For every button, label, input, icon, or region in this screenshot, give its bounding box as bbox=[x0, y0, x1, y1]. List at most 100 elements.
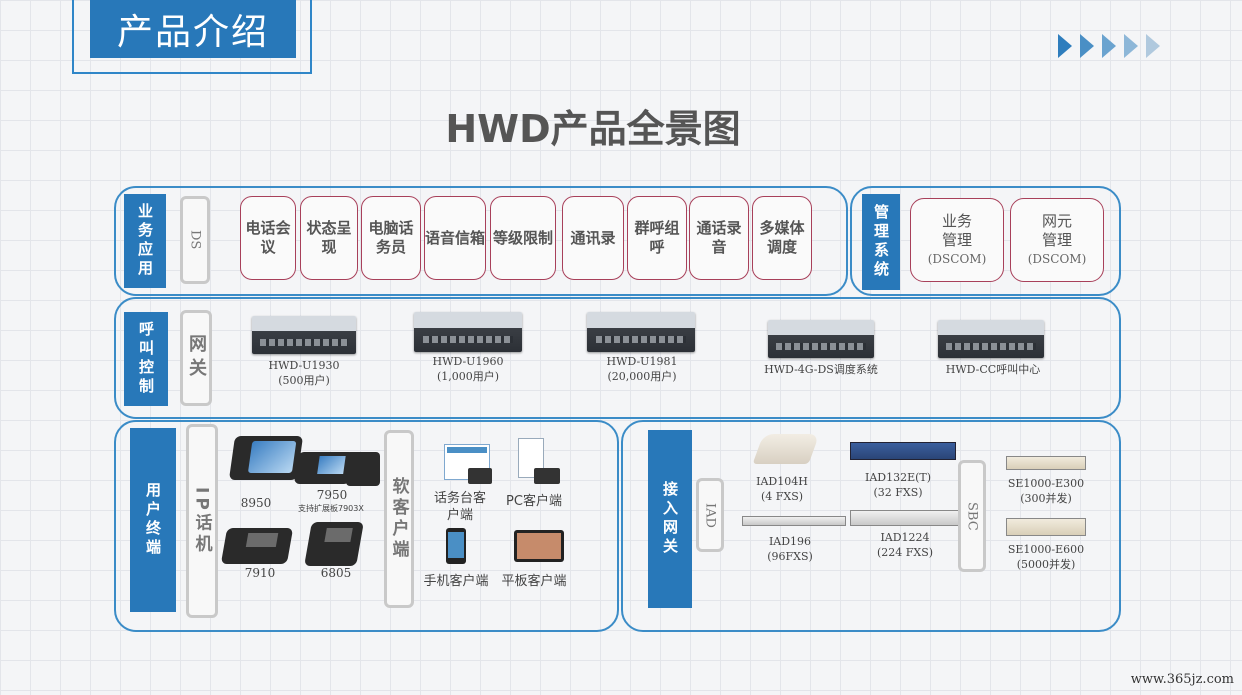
server-u1960-model: HWD-U1960 bbox=[432, 355, 504, 368]
call-control-label-text: 呼叫控制 bbox=[137, 321, 155, 397]
soft-client-text: 软客户端 bbox=[388, 477, 409, 561]
server-u1960 bbox=[414, 312, 522, 352]
server-cc-caption: HWD-CC呼叫中心 bbox=[918, 362, 1068, 377]
terminal-panel bbox=[114, 420, 619, 632]
console-client-bar bbox=[447, 447, 487, 453]
service-voicemail: 语音信箱 bbox=[424, 196, 486, 280]
service-group-call: 群呼组呼 bbox=[627, 196, 687, 280]
diagram-title: HWD产品全景图 bbox=[445, 107, 741, 151]
server-u1960-caption: HWD-U1960 (1,000用户) bbox=[398, 354, 538, 384]
phone-7950-screen bbox=[317, 456, 346, 474]
ds-text: DS bbox=[187, 230, 203, 250]
iad196-model: IAD196 bbox=[768, 535, 812, 548]
arrows-icon bbox=[1058, 34, 1170, 60]
iad132e-icon bbox=[850, 442, 956, 460]
terminal-label: 用户终端 bbox=[130, 428, 176, 612]
call-control-label: 呼叫控制 bbox=[124, 312, 168, 406]
server-u1930-cap: (500用户) bbox=[278, 374, 330, 387]
server-4g-ds bbox=[768, 320, 874, 358]
server-u1981-model: HWD-U1981 bbox=[606, 355, 678, 368]
console-laptop-icon bbox=[468, 468, 492, 484]
ip-phone-label: IP话机 bbox=[186, 424, 218, 618]
access-label-text: 接入网关 bbox=[661, 481, 679, 557]
iad196-cap: (96FXS) bbox=[767, 550, 813, 563]
phone-8950-icon bbox=[228, 436, 304, 480]
ds-label: DS bbox=[180, 196, 210, 284]
iad132e-model: IAD132E(T) bbox=[864, 471, 932, 484]
pc-laptop-icon bbox=[534, 468, 560, 484]
phone-7910-icon bbox=[220, 528, 294, 564]
business-label: 业务应用 bbox=[124, 194, 166, 288]
mobile-client-label: 手机客户端 bbox=[423, 574, 489, 589]
gateway-text: 网关 bbox=[186, 334, 207, 382]
server-u1981-cap: (20,000用户) bbox=[607, 370, 677, 383]
iad1224-icon bbox=[850, 510, 960, 526]
access-panel bbox=[621, 420, 1121, 632]
server-4g-ds-model: HWD-4G-DS调度系统 bbox=[764, 363, 878, 376]
service-presence: 状态呈现 bbox=[300, 196, 358, 280]
tablet-client-screen bbox=[517, 533, 561, 559]
mgmt-network-name: 网元管理 bbox=[1041, 211, 1072, 249]
iad132e-caption: IAD132E(T) (32 FXS) bbox=[860, 470, 936, 500]
se300-caption: SE1000-E300 (300并发) bbox=[1006, 476, 1086, 506]
page-title: 产品介绍 bbox=[90, 0, 296, 58]
phone-6805-icon bbox=[304, 522, 364, 566]
iad-text: IAD bbox=[702, 502, 718, 528]
ip-phone-text: IP话机 bbox=[191, 486, 212, 556]
gateway-label: 网关 bbox=[180, 310, 212, 406]
phone-6805-label: 6805 bbox=[320, 566, 352, 580]
mgmt-business: 业务管理 (DSCOM) bbox=[910, 198, 1004, 282]
title-frame bbox=[72, 0, 312, 74]
phone-7910-screen bbox=[245, 533, 279, 547]
mgmt-business-name: 业务管理 bbox=[941, 211, 972, 249]
server-cc bbox=[938, 320, 1044, 358]
mobile-client-screen bbox=[448, 532, 464, 558]
terminal-label-text: 用户终端 bbox=[144, 482, 162, 558]
phone-7950-sub: 支持扩展板7903X bbox=[298, 504, 364, 513]
iad196-icon bbox=[742, 516, 846, 526]
iad104h-icon bbox=[752, 434, 820, 464]
server-u1960-cap: (1,000用户) bbox=[436, 370, 500, 383]
phone-7910-label: 7910 bbox=[244, 566, 276, 580]
iad104h-cap: (4 FXS) bbox=[760, 490, 804, 503]
se300-cap: (300并发) bbox=[1020, 492, 1072, 505]
phone-7950-label: 7950 bbox=[316, 488, 348, 502]
iad-label: IAD bbox=[696, 478, 724, 552]
iad1224-cap: (224 FXS) bbox=[876, 546, 934, 559]
iad132e-cap: (32 FXS) bbox=[873, 486, 923, 499]
pc-client-label: PC客户端 bbox=[506, 494, 562, 509]
se600-model: SE1000-E600 bbox=[1007, 543, 1085, 556]
iad104h-model: IAD104H bbox=[756, 475, 808, 488]
console-client-label: 话务台客户端 bbox=[433, 491, 486, 523]
server-u1981 bbox=[587, 312, 695, 352]
management-label-text: 管理系统 bbox=[872, 204, 890, 280]
tablet-client-icon bbox=[514, 530, 564, 562]
soft-client-label: 软客户端 bbox=[384, 430, 414, 608]
call-control-panel bbox=[114, 297, 1121, 419]
sbc-label: SBC bbox=[958, 460, 986, 572]
mobile-client-icon bbox=[446, 528, 466, 564]
server-4g-ds-caption: HWD-4G-DS调度系统 bbox=[736, 362, 906, 377]
iad1224-caption: IAD1224 (224 FXS) bbox=[870, 530, 940, 560]
iad104h-caption: IAD104H (4 FXS) bbox=[752, 474, 812, 504]
expansion-module-icon bbox=[346, 452, 380, 486]
access-label: 接入网关 bbox=[648, 430, 692, 608]
business-panel bbox=[114, 186, 848, 296]
iad196-caption: IAD196 (96FXS) bbox=[760, 534, 820, 564]
se300-model: SE1000-E300 bbox=[1007, 477, 1085, 490]
service-call-recording: 通话录音 bbox=[689, 196, 749, 280]
phone-6805-screen bbox=[324, 528, 353, 542]
phone-8950-screen bbox=[247, 441, 297, 473]
service-multimedia-dispatch: 多媒体调度 bbox=[752, 196, 812, 280]
se600-cap: (5000并发) bbox=[1016, 558, 1076, 571]
server-u1930 bbox=[252, 316, 356, 354]
server-cc-model: HWD-CC呼叫中心 bbox=[945, 363, 1041, 376]
management-label: 管理系统 bbox=[862, 194, 900, 290]
management-panel bbox=[850, 186, 1121, 296]
watermark: www.365jz.com bbox=[1130, 672, 1234, 687]
se600-caption: SE1000-E600 (5000并发) bbox=[1006, 542, 1086, 572]
sbc-text: SBC bbox=[964, 501, 980, 531]
service-class-restriction: 等级限制 bbox=[490, 196, 556, 280]
server-u1981-caption: HWD-U1981 (20,000用户) bbox=[572, 354, 712, 384]
tablet-client-label: 平板客户端 bbox=[501, 574, 567, 589]
